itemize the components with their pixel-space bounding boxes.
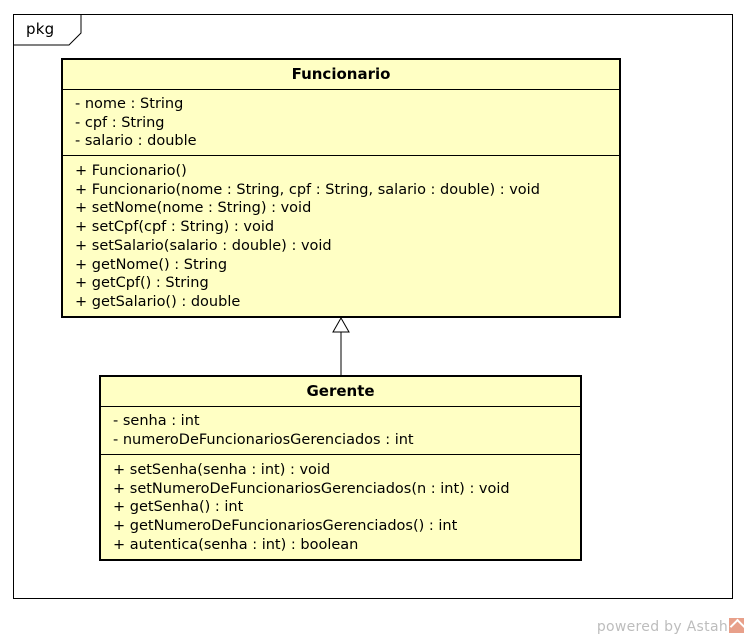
package-label: pkg <box>26 20 55 38</box>
class-funcionario[interactable]: Funcionario - nome : String - cpf : Stri… <box>61 58 621 318</box>
attribute: - salario : double <box>75 133 197 150</box>
powered-by-footer: powered by Astah <box>597 618 744 635</box>
attribute: - numeroDeFuncionariosGerenciados : int <box>113 431 414 448</box>
class-name: Funcionario <box>63 60 619 90</box>
operation: + setCpf(cpf : String) : void <box>75 219 275 236</box>
operation: + Funcionario() <box>75 163 187 179</box>
package-tab <box>13 14 82 46</box>
attribute: - cpf : String <box>75 114 165 131</box>
package-frame <box>13 14 733 599</box>
operation: + getCpf() : String <box>75 275 209 292</box>
operation: + Funcionario(nome : String, cpf : Strin… <box>75 181 540 198</box>
attribute: - nome : String <box>75 96 184 112</box>
class-name: Gerente <box>101 377 580 407</box>
operation: + getSalario() : double <box>75 293 241 310</box>
operation: + setSalario(salario : double) : void <box>75 237 332 254</box>
attributes-compartment: - nome : String - cpf : String - salario… <box>63 90 619 156</box>
operation: + autentica(senha : int) : boolean <box>113 536 359 553</box>
operation: + getNumeroDeFuncionariosGerenciados() :… <box>113 518 458 535</box>
operation: + setNumeroDeFuncionariosGerenciados(n :… <box>113 480 510 497</box>
astah-logo-icon <box>729 618 744 633</box>
class-gerente[interactable]: Gerente - senha : int - numeroDeFunciona… <box>99 375 582 561</box>
operations-compartment: + Funcionario() + Funcionario(nome : Str… <box>63 156 619 316</box>
attribute: - senha : int <box>113 413 200 429</box>
operation: + getNome() : String <box>75 256 228 273</box>
attributes-compartment: - senha : int - numeroDeFuncionariosGere… <box>101 407 580 455</box>
operation: + setNome(nome : String) : void <box>75 200 312 217</box>
operations-compartment: + setSenha(senha : int) : void + setNume… <box>101 455 580 559</box>
operation: + getSenha() : int <box>113 499 244 516</box>
operation: + setSenha(senha : int) : void <box>113 462 331 478</box>
generalization-arrowhead <box>332 316 350 333</box>
footer-text: powered by Astah <box>596 619 728 635</box>
